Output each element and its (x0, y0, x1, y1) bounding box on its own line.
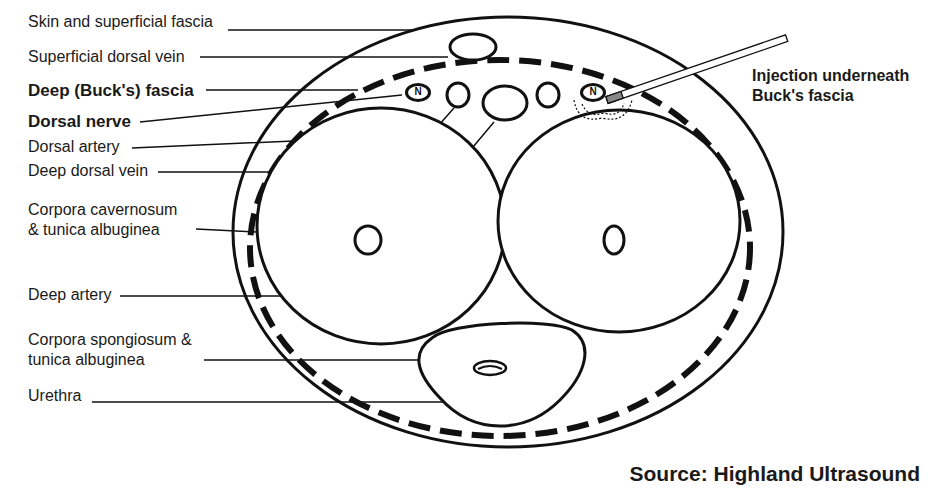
leader-line (196, 229, 257, 232)
urethra (474, 361, 506, 375)
deep-dorsal-vein (483, 86, 527, 120)
leader-line (228, 29, 412, 31)
injection-spread (574, 100, 632, 119)
bucks-fascia (250, 60, 750, 436)
part-label: Urethra (28, 386, 81, 406)
deep-artery (355, 226, 381, 254)
part-label: Deep (Buck's) fascia (28, 80, 194, 101)
nerve-letter: N (414, 87, 421, 97)
corpus-cavernosum (257, 108, 505, 344)
part-label: Corpora cavernosum & tunica albuginea (28, 200, 188, 240)
dorsal-nerve: N (580, 83, 606, 102)
dorsal-nerve: N (405, 83, 431, 102)
part-label: Dorsal nerve (28, 111, 131, 132)
source-credit: Source: Highland Ultrasound (629, 461, 920, 486)
part-label: Skin and superficial fascia (28, 12, 213, 32)
needle-tip (606, 91, 623, 103)
dorsal-artery (447, 83, 469, 107)
nerve-letter: N (589, 87, 596, 97)
part-label: Deep artery (28, 285, 112, 305)
corpus-cavernosum (498, 110, 740, 332)
part-label: Dorsal artery (28, 137, 120, 157)
spread-line (582, 103, 624, 114)
leader-line (200, 56, 448, 58)
dorsal-artery (537, 83, 559, 107)
corpus-spongiosum (419, 323, 585, 426)
part-label: Corpora spongiosum & tunica albuginea (28, 330, 228, 370)
part-label: Deep dorsal vein (28, 161, 148, 181)
part-label: Superficial dorsal vein (28, 47, 185, 67)
deep-artery (604, 226, 624, 254)
spread-line (574, 100, 632, 119)
part-label: Injection underneath Buck's fascia (752, 66, 934, 106)
urethra-lumen (478, 366, 502, 369)
skin-outline (233, 17, 783, 447)
leader-line (206, 89, 358, 91)
leader-line (204, 359, 424, 361)
superficial-dorsal-vein (450, 34, 496, 60)
